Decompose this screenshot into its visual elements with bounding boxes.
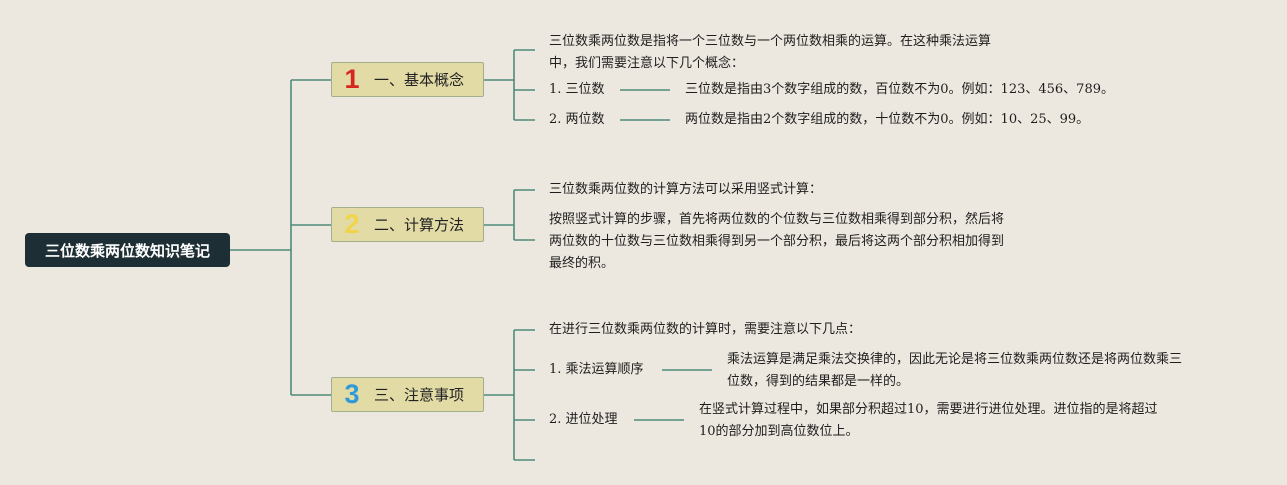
branch1-item2-desc: 两位数是指由2个数字组成的数，十位数不为0。例如：10、25、99。 — [685, 112, 1090, 127]
root-node[interactable]: 三位数乘两位数知识笔记 — [25, 233, 230, 267]
branch1-item1-label: 1. 三位数 — [549, 82, 605, 97]
branch-label-1: 一、基本概念 — [374, 71, 465, 89]
root-title: 三位数乘两位数知识笔记 — [44, 241, 210, 260]
branch-label-2: 二、计算方法 — [374, 216, 465, 234]
branch-number-1: 1 — [344, 64, 360, 94]
branch1-item2-label: 2. 两位数 — [549, 112, 605, 127]
branch-notes[interactable]: 3 三、注意事项 — [331, 377, 484, 412]
branch-label-3: 三、注意事项 — [374, 386, 465, 404]
branch1-intro-line-2: 中，我们需要注意以下几个概念： — [549, 56, 745, 71]
branch1-item1-desc: 三位数是指由3个数字组成的数，百位数不为0。例如：123、456、789。 — [685, 82, 1114, 97]
branch2-para-line-1: 按照竖式计算的步骤，首先将两位数的个位数与三位数相乘得到部分积，然后将 — [549, 212, 1005, 227]
branch2-intro: 三位数乘两位数的计算方法可以采用竖式计算： — [549, 182, 823, 197]
branch3-item2-label: 2. 进位处理 — [549, 412, 618, 427]
branch-number-3: 3 — [344, 379, 360, 409]
branch1-intro-line-1: 三位数乘两位数是指将一个三位数与一个两位数相乘的运算。在这种乘法运算 — [549, 34, 992, 49]
branch-calculation-method[interactable]: 2 二、计算方法 — [331, 207, 484, 242]
branch3-item1-desc: 乘法运算是满足乘法交换律的，因此无论是将三位数乘两位数还是将两位数乘三 位数，得… — [727, 349, 1182, 393]
branch2-paragraph: 按照竖式计算的步骤，首先将两位数的个位数与三位数相乘得到部分积，然后将 两位数的… — [549, 209, 1004, 275]
branch3-item1-desc-line-2: 位数，得到的结果都是一样的。 — [727, 374, 910, 389]
branch3-item2-desc-line-2: 10的部分加到高位数位上。 — [699, 424, 859, 439]
branch2-para-line-2: 两位数的十位数与三位数相乘得到另一个部分积，最后将这两个部分积相加得到 — [549, 234, 1005, 249]
branch-number-2: 2 — [344, 209, 360, 239]
branch1-intro: 三位数乘两位数是指将一个三位数与一个两位数相乘的运算。在这种乘法运算 中，我们需… — [549, 31, 991, 75]
branch3-item1-desc-line-1: 乘法运算是满足乘法交换律的，因此无论是将三位数乘两位数还是将两位数乘三 — [727, 352, 1183, 367]
branch3-item2-desc-line-1: 在竖式计算过程中，如果部分积超过10，需要进行进位处理。进位指的是将超过 — [699, 402, 1158, 417]
branch2-para-line-3: 最终的积。 — [549, 256, 615, 271]
branch3-item2-desc: 在竖式计算过程中，如果部分积超过10，需要进行进位处理。进位指的是将超过 10的… — [699, 399, 1158, 443]
branch-basic-concepts[interactable]: 1 一、基本概念 — [331, 62, 484, 97]
branch3-item1-label: 1. 乘法运算顺序 — [549, 362, 644, 377]
branch3-intro: 在进行三位数乘两位数的计算时，需要注意以下几点： — [549, 322, 862, 337]
